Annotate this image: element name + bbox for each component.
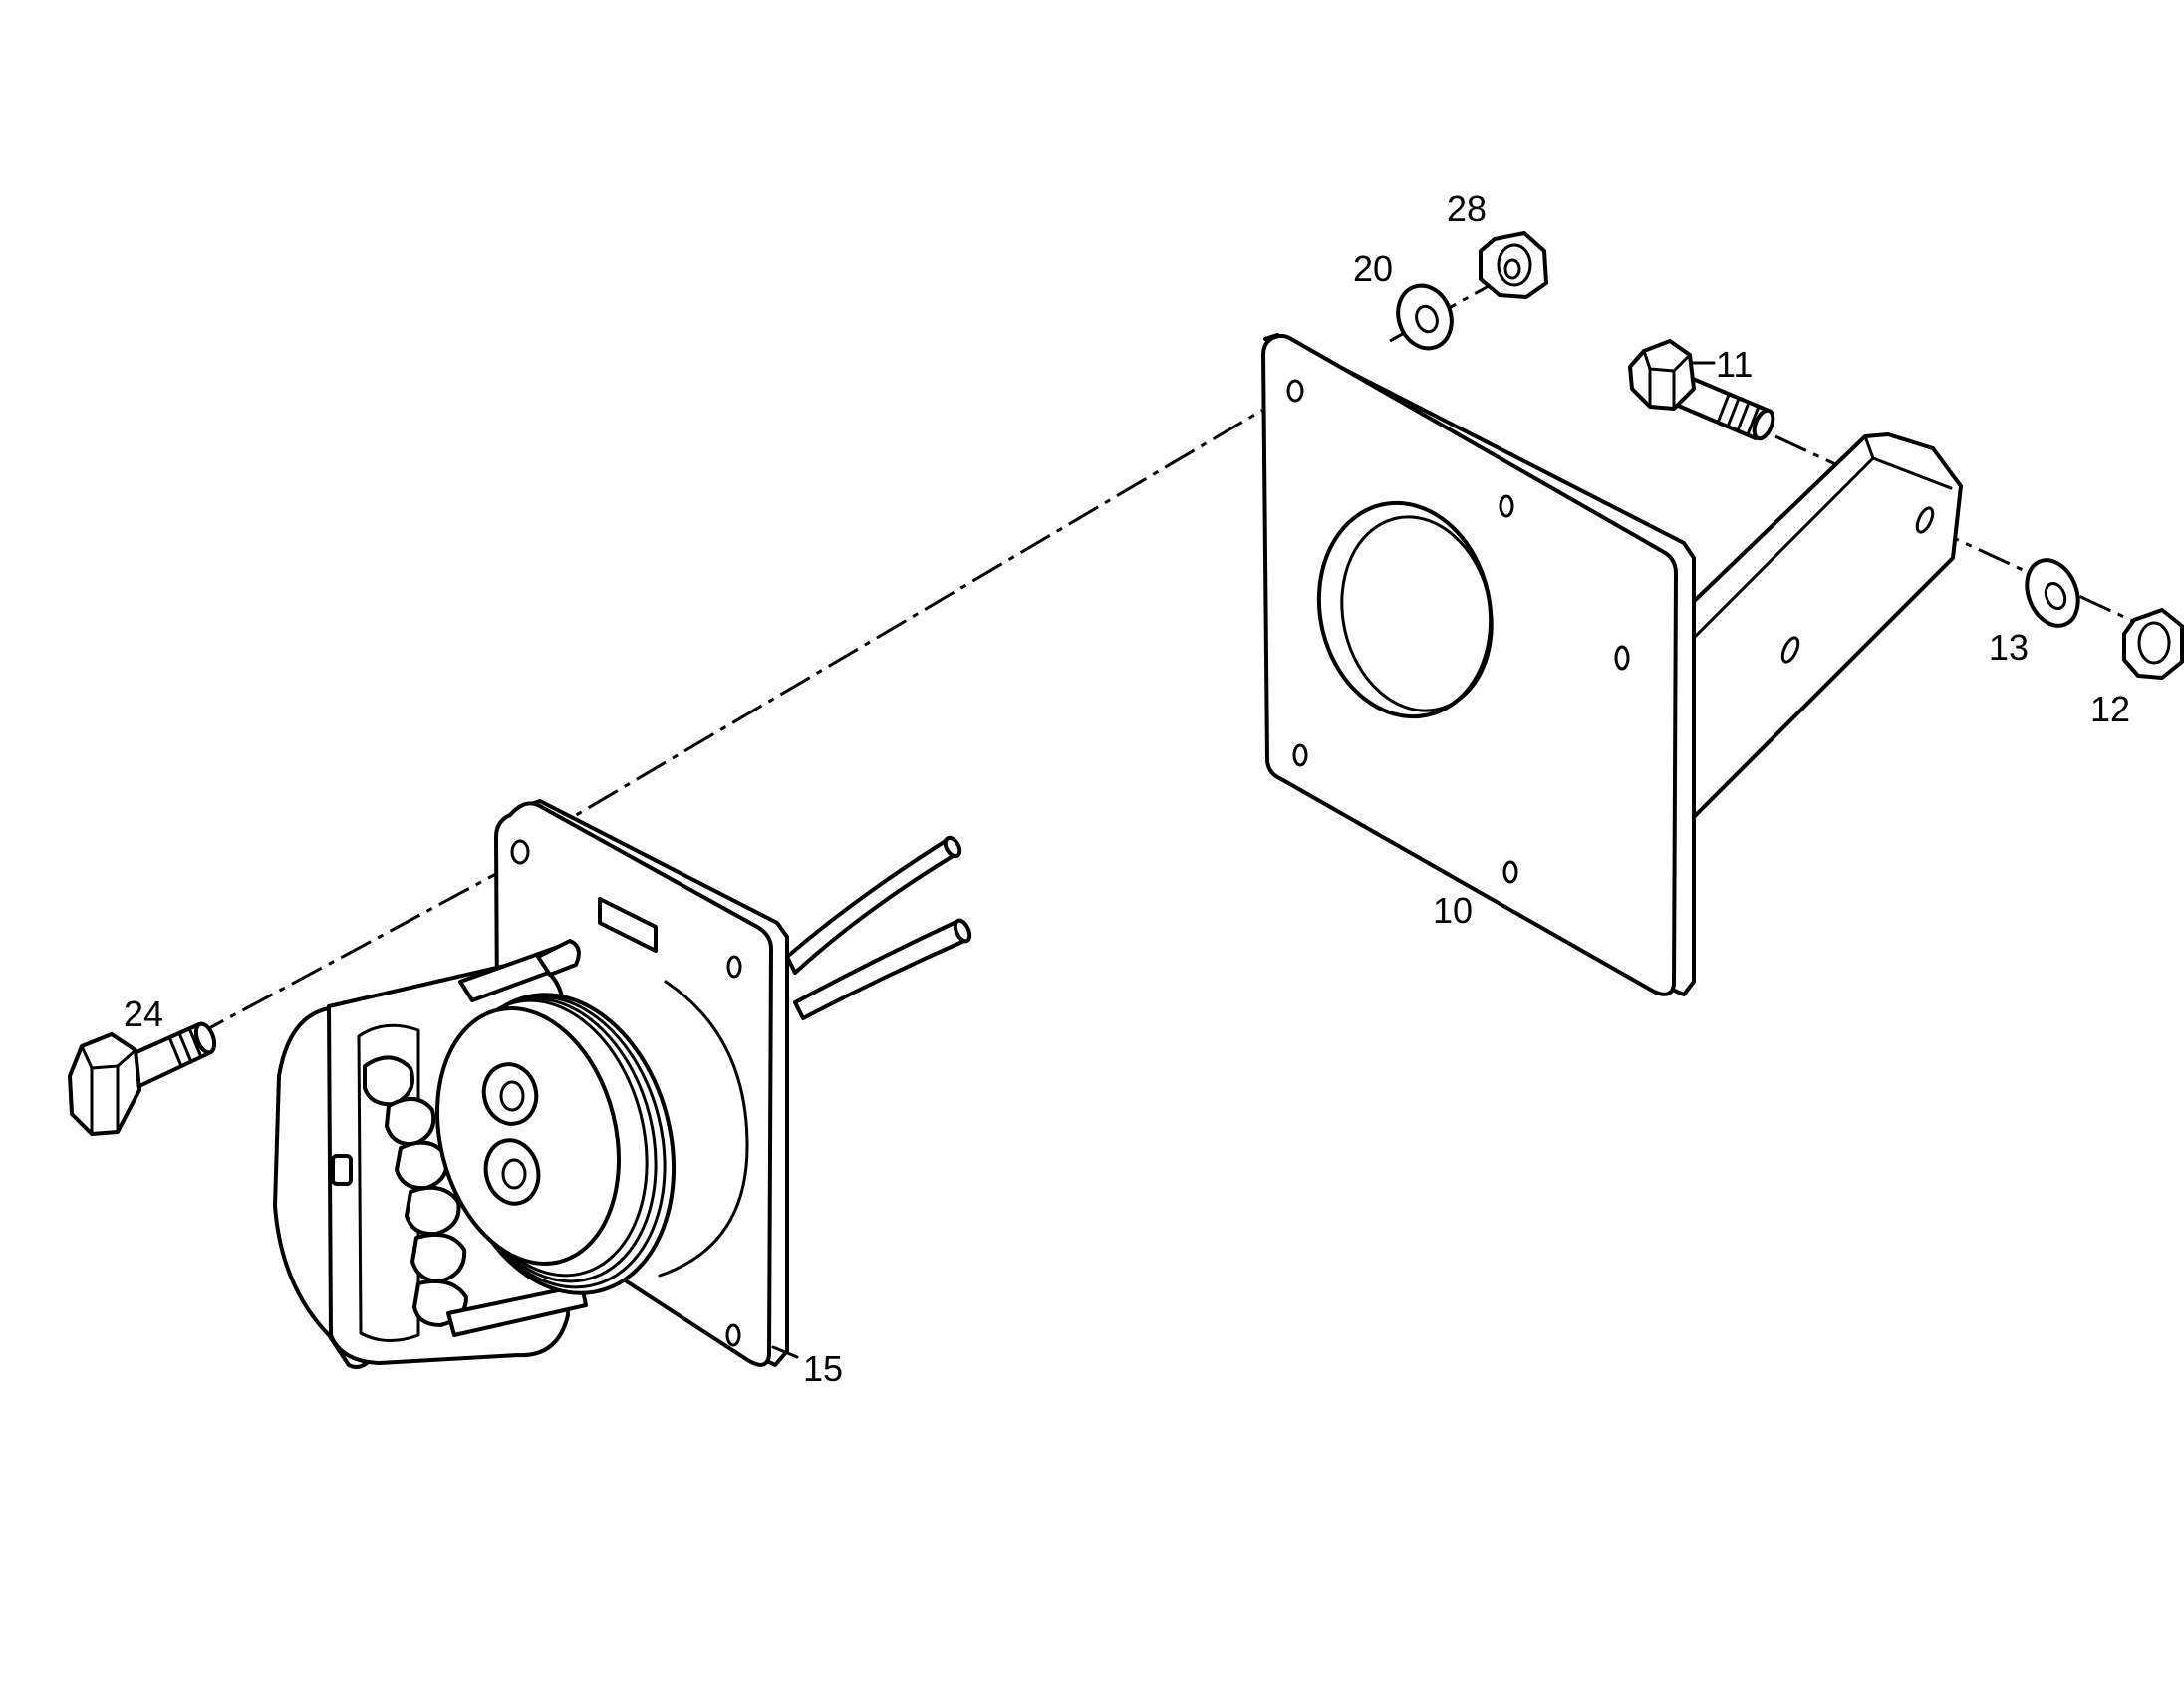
plate-hole-top-left	[1286, 379, 1304, 403]
nut-28-face	[1497, 243, 1532, 287]
hex-bolt-24	[68, 1021, 217, 1136]
plate-hole-bottom-mid	[1502, 860, 1518, 884]
nut-28-bore	[1503, 258, 1521, 280]
callout-13: 13	[1989, 627, 2029, 668]
pin-sleeve-lower	[483, 1138, 541, 1206]
callout-24: 24	[124, 994, 163, 1034]
pin-sleeve-upper	[481, 1062, 539, 1126]
leader-15	[771, 1345, 799, 1359]
label-window	[598, 897, 658, 953]
nut-12-body	[2122, 608, 2184, 680]
washer-20-inner	[1415, 304, 1439, 334]
plate-hole-right	[1614, 645, 1630, 671]
bolt-11-thread	[1716, 393, 1761, 436]
callout-12: 12	[2090, 689, 2130, 729]
bolt-24-head	[68, 1032, 141, 1136]
socket-face	[435, 1006, 621, 1266]
bracket-hole-lower	[1780, 636, 1800, 664]
cover-latch	[331, 1154, 353, 1186]
bracket-flange	[1680, 432, 1963, 819]
centerline-bolt-24	[208, 860, 519, 1030]
callout-labels: 28 20 11 13 12 10 24 15	[124, 188, 2130, 1389]
bolt-24-tip	[193, 1021, 217, 1055]
flange-hole-right	[726, 955, 742, 979]
flange-hole-top-left	[510, 839, 530, 865]
pin-hole-lower	[501, 1158, 527, 1190]
bracket-hole-upper	[1915, 506, 1935, 534]
callout-11: 11	[1716, 344, 1753, 385]
washer-20	[1396, 283, 1454, 351]
washer-13-outer	[2025, 558, 2080, 628]
washer-20-outer	[1396, 283, 1454, 351]
callout-20: 20	[1353, 248, 1393, 289]
bolt-11-tip	[1752, 408, 1775, 441]
clamp-lever	[536, 939, 581, 977]
callout-10: 10	[1433, 890, 1473, 931]
plate-hole-top-mid	[1499, 494, 1514, 518]
callout-15: 15	[803, 1348, 843, 1389]
centerline-plate-to-socket	[572, 392, 1291, 819]
clamp-band-bottom	[446, 1283, 588, 1337]
washer-13-inner	[2044, 581, 2067, 611]
socket-rear-dome	[658, 980, 749, 1278]
hex-nut-28	[1479, 231, 1548, 299]
hex-bolt-11	[1628, 339, 1775, 441]
bolt-11-head	[1628, 339, 1696, 411]
leader-lines	[771, 361, 1716, 1359]
pin-hole-upper	[499, 1080, 525, 1112]
mounting-plate-bracket	[1261, 333, 1963, 996]
plate-opening-inner	[1340, 515, 1494, 712]
flange-hole-bottom	[725, 1323, 741, 1347]
socket-outlet-15	[273, 799, 972, 1369]
hex-nut-12	[2122, 608, 2184, 680]
plate-hole-bottom-left	[1292, 743, 1308, 767]
washer-13	[2025, 558, 2080, 628]
mounting-plate-face	[1261, 333, 1678, 996]
bolt-24-thread	[167, 1026, 203, 1068]
callout-28: 28	[1447, 188, 1487, 229]
nut-12-face	[2137, 621, 2171, 665]
nut-28-body	[1479, 231, 1548, 299]
